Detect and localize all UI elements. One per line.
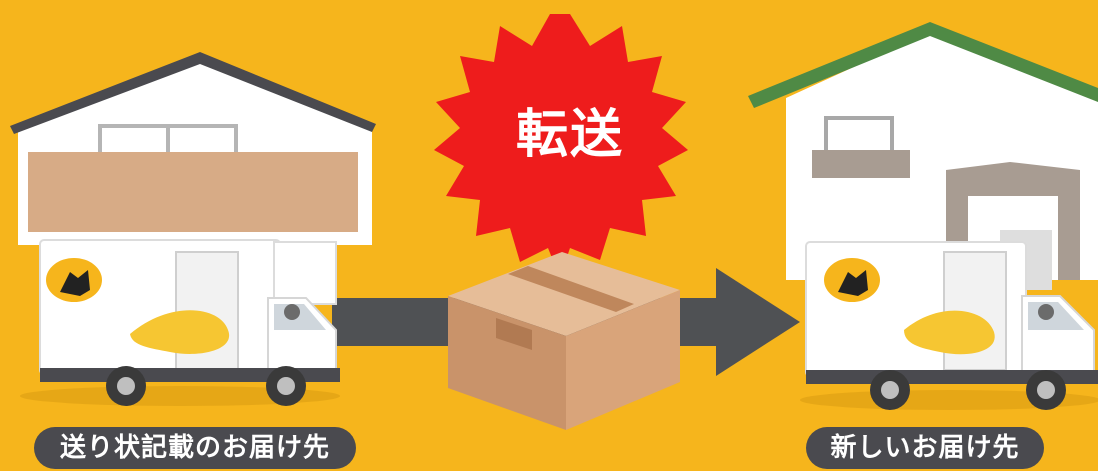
origin-truck-icon [20, 239, 340, 406]
cardboard-box-icon [448, 252, 680, 430]
origin-house-icon [10, 52, 376, 245]
destination-truck-icon [800, 241, 1098, 410]
forwarding-title: 転送 [515, 105, 624, 165]
origin-address-label: 送り状記載のお届け先 [34, 427, 356, 469]
starburst-icon [434, 14, 688, 278]
destination-address-label: 新しいお届け先 [806, 427, 1044, 469]
